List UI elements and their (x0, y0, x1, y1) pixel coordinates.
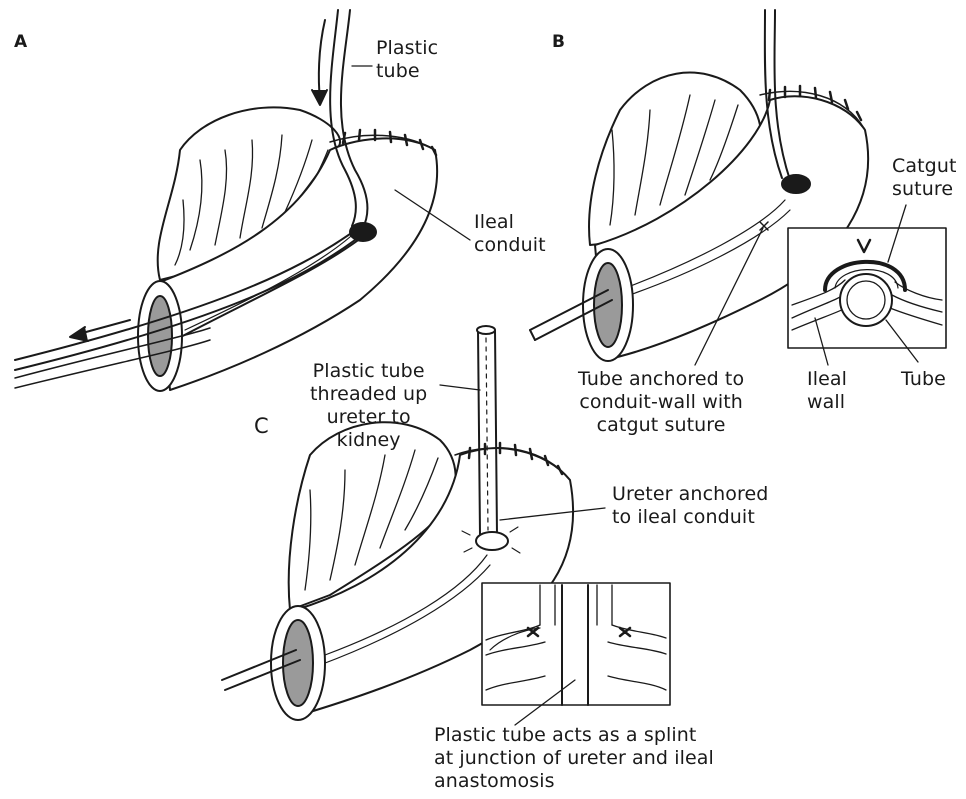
label-ureter-anchored: Ureter anchored to ileal conduit (612, 483, 768, 529)
panel-a-letter: A (14, 32, 27, 52)
panel-c-leader-threaded (440, 385, 480, 390)
panel-c-inset-box (482, 583, 670, 705)
panel-b-hole (782, 175, 810, 193)
label-plastic-tube-threaded: Plastic tube threaded up ureter to kidne… (310, 360, 427, 452)
label-splint: Plastic tube acts as a splint at junctio… (434, 724, 714, 793)
panel-b-stoma-inner (594, 263, 622, 347)
panel-a-arrow-down (319, 20, 325, 100)
label-plastic-tube: Plastic tube (376, 37, 438, 83)
label-tube-anchored: Tube anchored to conduit-wall with catgu… (578, 368, 744, 437)
panel-c-stoma-inner (283, 620, 313, 706)
panel-c-letter: C (254, 414, 269, 438)
label-tube: Tube (901, 368, 946, 391)
panel-b-letter: B (552, 32, 565, 52)
label-catgut-suture: Catgut suture (892, 155, 957, 201)
panel-b-illustration (530, 10, 946, 365)
label-ileal-conduit: Ileal conduit (474, 211, 546, 257)
panel-c-anastomosis (476, 532, 508, 550)
panel-a-stoma-inner (148, 296, 172, 376)
label-ileal-wall: Ileal wall (807, 368, 847, 414)
